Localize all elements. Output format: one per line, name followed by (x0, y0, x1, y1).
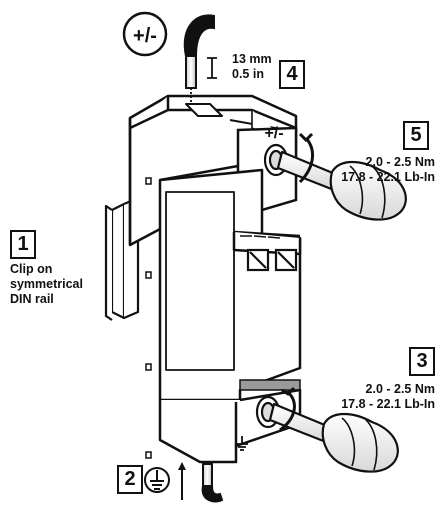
status-terminal-windows (246, 248, 298, 272)
polarity-circle-icon (122, 11, 168, 57)
step-1-badge: 1 (10, 230, 36, 259)
rotation-arrow-upper (298, 137, 315, 184)
step-2-badge: 2 (117, 465, 143, 494)
lower-torque-nm: 2.0 - 2.5 Nm (365, 382, 435, 396)
strip-length-in: 0.5 in (232, 67, 264, 81)
strip-length-mm: 13 mm (232, 52, 272, 66)
status-indicator-strip (239, 379, 301, 391)
device-module-body (158, 164, 302, 402)
protective-earth-icon (144, 467, 170, 493)
terminal-polarity-marking: +/- (264, 125, 283, 142)
clip-instruction-line3: DIN rail (10, 292, 54, 306)
step-4-badge: 4 (279, 60, 305, 89)
step-5-badge: 5 (403, 121, 429, 150)
ground-marking-icon (236, 436, 248, 451)
strip-length-dimension (207, 57, 217, 79)
clip-instruction-line1: Clip on (10, 262, 53, 276)
screwdriver-lower (268, 402, 399, 473)
bottom-wire (201, 463, 224, 503)
housing-vents (145, 177, 152, 459)
device-lower-base (158, 388, 302, 464)
polarity-circle-text: +/- (133, 25, 157, 47)
lower-torque-lbin: 17.8 - 22.1 Lb-In (341, 397, 435, 411)
step-3-badge: 3 (409, 347, 435, 376)
clip-instruction-line2: symmetrical (10, 277, 83, 291)
upper-torque-nm: 2.0 - 2.5 Nm (365, 155, 435, 169)
rotation-arrow-lower (279, 390, 296, 432)
upper-torque-lbin: 17.8 - 22.1 Lb-In (341, 170, 435, 184)
